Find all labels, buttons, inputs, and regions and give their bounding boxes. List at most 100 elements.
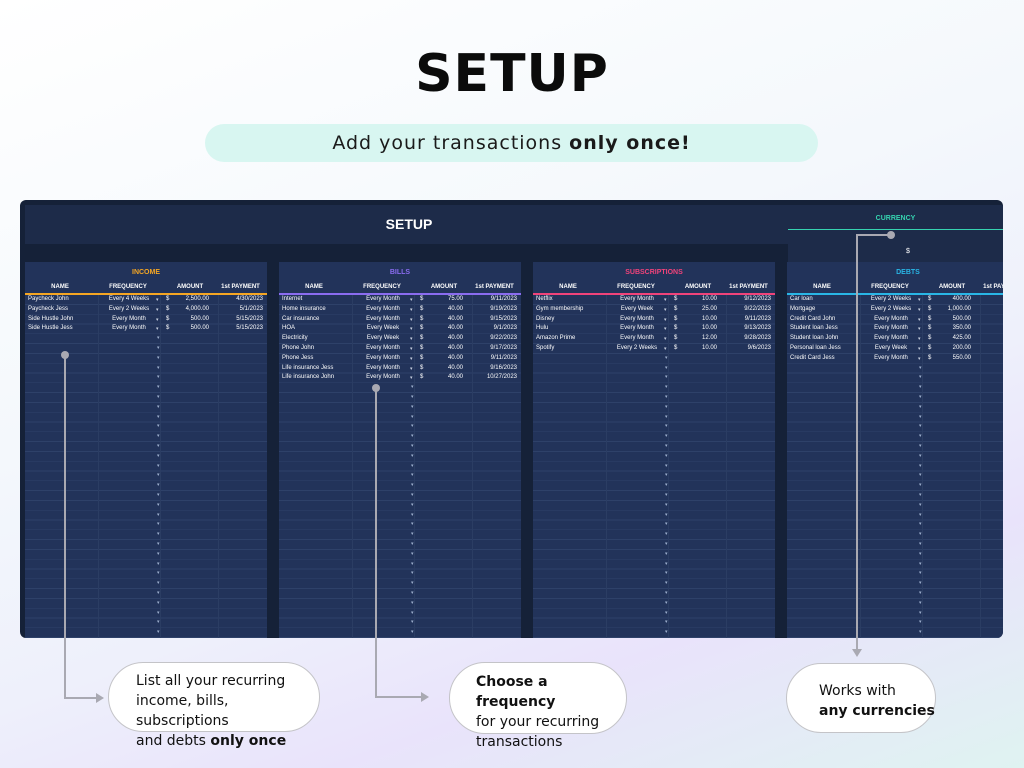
- chevron-down-icon[interactable]: ▾: [157, 345, 160, 351]
- chevron-down-icon[interactable]: ▾: [411, 433, 414, 440]
- chevron-down-icon[interactable]: ▾: [410, 326, 413, 333]
- chevron-down-icon[interactable]: ▾: [665, 599, 668, 606]
- chevron-down-icon[interactable]: ▾: [665, 354, 668, 361]
- chevron-down-icon[interactable]: ▾: [665, 550, 668, 557]
- chevron-down-icon[interactable]: ▾: [665, 501, 668, 508]
- chevron-down-icon[interactable]: ▾: [665, 462, 668, 469]
- frequency-select[interactable]: Every 2 Weeks: [870, 305, 912, 312]
- frequency-select[interactable]: Every Month: [366, 374, 400, 381]
- chevron-down-icon[interactable]: ▾: [665, 560, 668, 567]
- chevron-down-icon[interactable]: ▾: [919, 501, 922, 508]
- chevron-down-icon[interactable]: ▾: [665, 413, 668, 420]
- chevron-down-icon[interactable]: ▾: [665, 482, 668, 489]
- chevron-down-icon[interactable]: ▾: [918, 346, 921, 352]
- chevron-down-icon[interactable]: ▾: [157, 384, 160, 391]
- chevron-down-icon[interactable]: ▾: [665, 433, 668, 440]
- chevron-down-icon[interactable]: ▾: [665, 580, 668, 587]
- chevron-down-icon[interactable]: ▾: [665, 492, 668, 498]
- chevron-down-icon[interactable]: ▾: [157, 501, 160, 508]
- chevron-down-icon[interactable]: ▾: [157, 590, 160, 596]
- chevron-down-icon[interactable]: ▾: [919, 511, 922, 518]
- chevron-down-icon[interactable]: ▾: [919, 462, 922, 469]
- chevron-down-icon[interactable]: ▾: [157, 335, 160, 342]
- frequency-select[interactable]: Every 4 Weeks: [108, 296, 150, 302]
- chevron-down-icon[interactable]: ▾: [665, 403, 668, 410]
- chevron-down-icon[interactable]: ▾: [157, 521, 160, 528]
- chevron-down-icon[interactable]: ▾: [157, 443, 160, 449]
- chevron-down-icon[interactable]: ▾: [410, 375, 413, 382]
- frequency-select[interactable]: Every Month: [366, 305, 400, 312]
- chevron-down-icon[interactable]: ▾: [411, 521, 414, 528]
- chevron-down-icon[interactable]: ▾: [411, 492, 414, 498]
- chevron-down-icon[interactable]: ▾: [665, 541, 668, 547]
- currency-cell[interactable]: $: [788, 244, 1003, 262]
- chevron-down-icon[interactable]: ▾: [919, 403, 922, 410]
- chevron-down-icon[interactable]: ▾: [157, 374, 160, 381]
- chevron-down-icon[interactable]: ▾: [919, 531, 922, 538]
- chevron-down-icon[interactable]: ▾: [157, 629, 160, 636]
- chevron-down-icon[interactable]: ▾: [918, 297, 921, 303]
- chevron-down-icon[interactable]: ▾: [157, 423, 160, 430]
- chevron-down-icon[interactable]: ▾: [919, 521, 922, 528]
- chevron-down-icon[interactable]: ▾: [411, 531, 414, 538]
- chevron-down-icon[interactable]: ▾: [919, 443, 922, 449]
- chevron-down-icon[interactable]: ▾: [157, 599, 160, 606]
- chevron-down-icon[interactable]: ▾: [157, 433, 160, 440]
- frequency-select[interactable]: Every Week: [620, 305, 654, 312]
- chevron-down-icon[interactable]: ▾: [919, 599, 922, 606]
- chevron-down-icon[interactable]: ▾: [919, 364, 922, 371]
- chevron-down-icon[interactable]: ▾: [664, 306, 667, 313]
- chevron-down-icon[interactable]: ▾: [157, 452, 160, 459]
- chevron-down-icon[interactable]: ▾: [665, 590, 668, 596]
- frequency-select[interactable]: Every Month: [874, 354, 908, 361]
- chevron-down-icon[interactable]: ▾: [919, 423, 922, 430]
- chevron-down-icon[interactable]: ▾: [157, 619, 160, 626]
- chevron-down-icon[interactable]: ▾: [411, 580, 414, 587]
- frequency-select[interactable]: Every 2 Weeks: [616, 345, 658, 351]
- frequency-select[interactable]: Every Month: [874, 315, 908, 322]
- chevron-down-icon[interactable]: ▾: [411, 609, 414, 616]
- chevron-down-icon[interactable]: ▾: [157, 492, 160, 498]
- chevron-down-icon[interactable]: ▾: [411, 550, 414, 557]
- chevron-down-icon[interactable]: ▾: [665, 531, 668, 538]
- frequency-select[interactable]: Every Month: [366, 354, 400, 361]
- chevron-down-icon[interactable]: ▾: [410, 336, 413, 343]
- chevron-down-icon[interactable]: ▾: [157, 511, 160, 518]
- chevron-down-icon[interactable]: ▾: [157, 580, 160, 587]
- frequency-select[interactable]: Every Month: [112, 325, 146, 332]
- chevron-down-icon[interactable]: ▾: [156, 316, 159, 323]
- chevron-down-icon[interactable]: ▾: [157, 560, 160, 567]
- chevron-down-icon[interactable]: ▾: [665, 384, 668, 391]
- frequency-select[interactable]: Every Month: [112, 315, 146, 322]
- chevron-down-icon[interactable]: ▾: [157, 482, 160, 489]
- frequency-select[interactable]: Every Month: [620, 315, 654, 322]
- chevron-down-icon[interactable]: ▾: [410, 346, 413, 352]
- chevron-down-icon[interactable]: ▾: [410, 316, 413, 323]
- chevron-down-icon[interactable]: ▾: [157, 413, 160, 420]
- chevron-down-icon[interactable]: ▾: [665, 423, 668, 430]
- chevron-down-icon[interactable]: ▾: [919, 492, 922, 498]
- chevron-down-icon[interactable]: ▾: [918, 336, 921, 343]
- frequency-select[interactable]: Every Week: [366, 325, 400, 332]
- chevron-down-icon[interactable]: ▾: [919, 541, 922, 547]
- chevron-down-icon[interactable]: ▾: [664, 326, 667, 333]
- chevron-down-icon[interactable]: ▾: [157, 550, 160, 557]
- chevron-down-icon[interactable]: ▾: [411, 384, 414, 391]
- chevron-down-icon[interactable]: ▾: [665, 511, 668, 518]
- chevron-down-icon[interactable]: ▾: [410, 306, 413, 313]
- chevron-down-icon[interactable]: ▾: [665, 443, 668, 449]
- chevron-down-icon[interactable]: ▾: [919, 472, 922, 479]
